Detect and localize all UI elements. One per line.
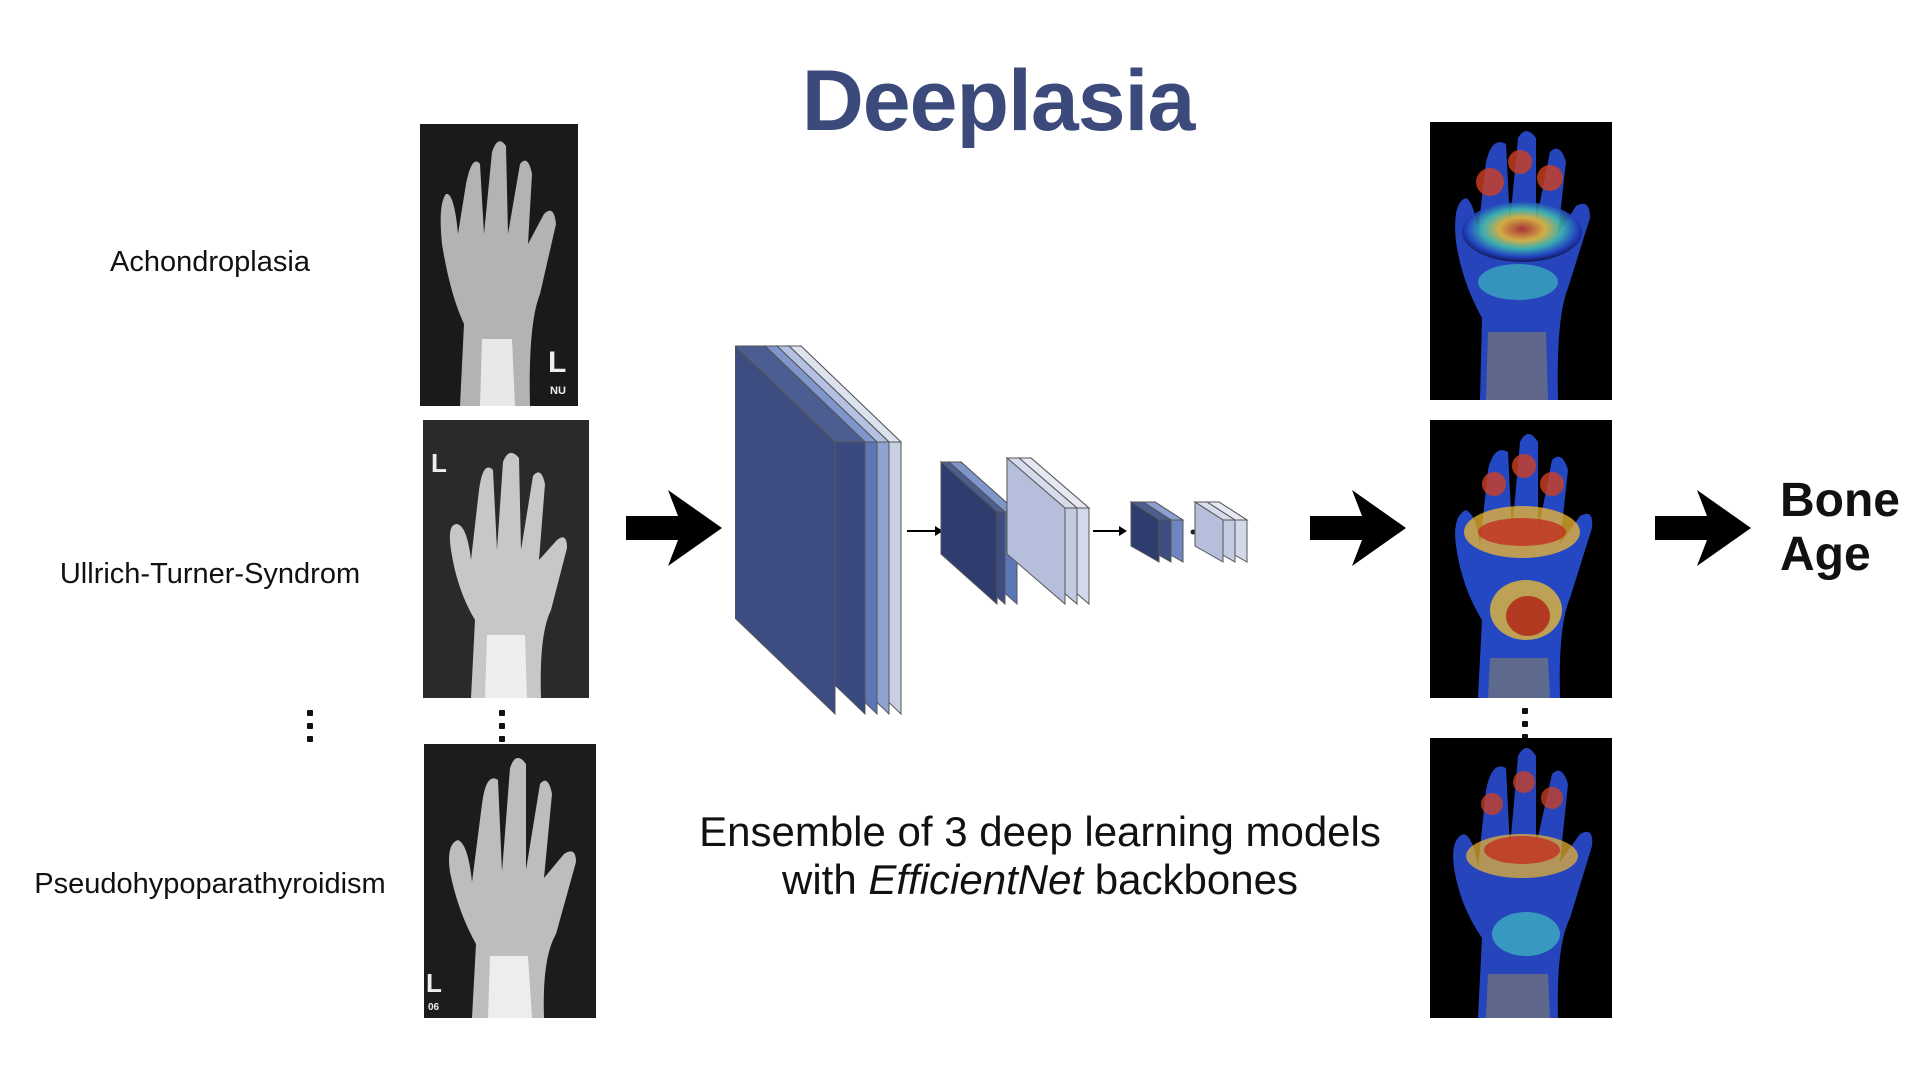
caption-line-2: with EfficientNet backbones: [640, 856, 1440, 904]
xray-image-achondroplasia: L NU: [420, 124, 578, 406]
xray-marker-text: L: [426, 968, 442, 998]
caption-suffix: backbones: [1083, 856, 1298, 903]
xray-marker-subtext: 06: [428, 1002, 440, 1013]
cnn-block-3: [1005, 456, 1091, 606]
xray-marker-text: L: [548, 346, 566, 379]
arrow-heatmaps-to-output: [1655, 490, 1751, 566]
condition-label-achondroplasia: Achondroplasia: [110, 246, 310, 278]
caption-backbone-name: EfficientNet: [868, 856, 1084, 903]
heatmap-image-2: [1430, 420, 1612, 698]
cnn-input-block: [735, 344, 903, 716]
arrow-input-to-model: [626, 490, 722, 566]
vertical-ellipsis-xrays: [497, 710, 507, 749]
caption-prefix: with: [782, 856, 869, 903]
vertical-ellipsis-labels: [305, 710, 315, 749]
xray-marker-text: L: [431, 448, 447, 478]
model-caption: Ensemble of 3 deep learning models with …: [640, 808, 1440, 904]
output-label: Bone Age: [1780, 474, 1900, 582]
heatmap-image-1: [1430, 122, 1612, 400]
heatmap-image-3: [1430, 738, 1612, 1018]
diagram-title: Deeplasia: [801, 53, 1196, 149]
vertical-ellipsis-heatmaps: [1520, 708, 1530, 747]
condition-label-pseudohypoparathyroidism: Pseudohypoparathyroidism: [34, 868, 386, 900]
cnn-architecture: [735, 340, 1275, 720]
cnn-block-5: [1193, 501, 1249, 563]
output-line-1: Bone: [1780, 474, 1900, 527]
condition-label-ullrich-turner: Ullrich-Turner-Syndrom: [59, 558, 361, 590]
output-line-2: Age: [1780, 528, 1871, 581]
xray-marker-subtext: NU: [550, 385, 566, 397]
cnn-block-2: [939, 460, 1019, 606]
caption-line-1: Ensemble of 3 deep learning models: [699, 808, 1381, 855]
xray-marker-l: L NU: [548, 346, 566, 397]
xray-image-ullrich-turner: L: [423, 420, 589, 698]
xray-image-pseudohypoparathyroidism: L 06: [424, 744, 596, 1018]
arrow-model-to-heatmaps: [1310, 490, 1406, 566]
cnn-block-4: [1129, 501, 1185, 563]
